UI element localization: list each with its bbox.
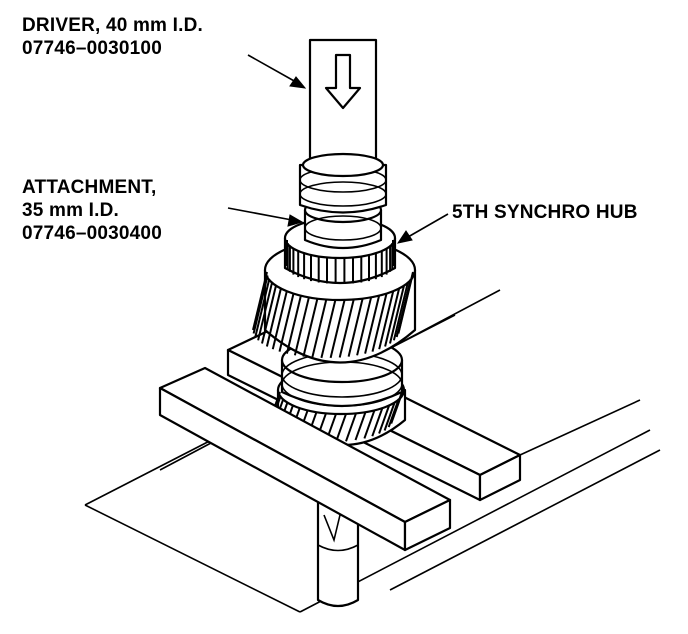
gear-tooth xyxy=(398,271,414,331)
attachment-label: ATTACHMENT, 35 mm I.D. 07746–0030400 xyxy=(22,176,162,245)
gear-tooth xyxy=(320,299,337,359)
gear-tooth xyxy=(257,282,274,341)
leader-arrow-attachment xyxy=(227,207,304,227)
attachment-size: 35 mm I.D. xyxy=(22,200,120,221)
gear-tooth xyxy=(378,290,395,350)
synchro-hub-label: 5TH SYNCHRO HUB xyxy=(452,202,638,223)
gear-tooth xyxy=(254,278,271,338)
gear-tooth xyxy=(285,295,302,354)
gear-tooth xyxy=(252,271,268,331)
attachment-part-number: 07746–0030400 xyxy=(22,223,162,244)
support-block-front xyxy=(158,366,452,552)
gear-tooth xyxy=(364,295,381,354)
gear-tooth xyxy=(345,412,357,442)
press-direction-arrow-icon xyxy=(324,53,362,110)
gear-tooth xyxy=(293,297,310,356)
gear-tooth xyxy=(335,413,347,443)
leader-arrow-hub xyxy=(396,213,449,244)
upper-gear-teeth xyxy=(252,271,414,359)
attachment-name: ATTACHMENT, xyxy=(22,177,157,198)
gear-tooth xyxy=(391,391,403,421)
driver-tool xyxy=(298,38,388,214)
gear-tooth xyxy=(371,407,384,437)
gear-tooth xyxy=(347,298,364,357)
gear-tooth xyxy=(278,293,295,352)
gear-tooth xyxy=(265,288,282,347)
gear-tooth xyxy=(389,285,405,344)
gear-tooth xyxy=(261,285,277,344)
gear-tooth xyxy=(302,298,319,357)
driver-name: DRIVER, 40 mm I.D. xyxy=(22,15,203,36)
gear-tooth xyxy=(271,290,288,350)
gear-tooth xyxy=(252,275,269,334)
gear-tooth xyxy=(356,297,373,356)
gear-tooth xyxy=(384,288,401,347)
synchro-hub-teeth xyxy=(286,240,394,284)
driver-part-number: 07746–0030100 xyxy=(22,38,162,59)
gear-tooth xyxy=(338,299,355,358)
gear-tooth xyxy=(392,282,409,341)
leader-arrow-driver xyxy=(247,54,307,89)
gear-tooth xyxy=(311,299,328,358)
gear-tooth xyxy=(383,402,396,431)
gear-tooth xyxy=(371,293,388,352)
gear-tooth xyxy=(363,410,376,439)
gear-tooth xyxy=(354,411,367,441)
shaft-lower xyxy=(316,498,360,608)
gear-tooth xyxy=(329,299,346,359)
driver-label: DRIVER, 40 mm I.D. 07746–0030100 xyxy=(22,14,203,60)
gear-tooth xyxy=(378,405,391,434)
